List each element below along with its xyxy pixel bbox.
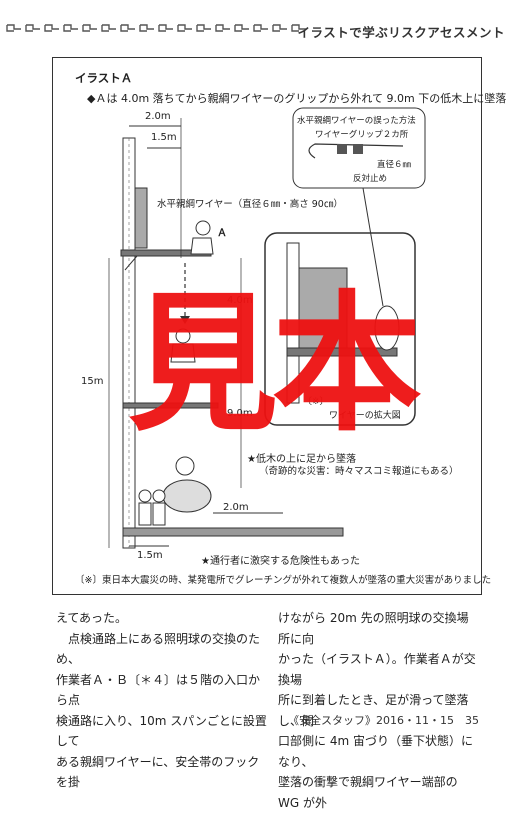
header-ornament-icon <box>272 24 287 32</box>
zoom-wall <box>298 267 348 349</box>
zoom-caption: ワイヤーの拡大図 <box>329 411 401 421</box>
zoom-caption-note: 〔※〕 <box>303 397 329 407</box>
wall-segment <box>134 187 148 249</box>
header-ornament-icon <box>291 24 306 32</box>
ground-walkway <box>122 527 344 537</box>
body-line: 墜落の衝撃で親綱ワイヤー端部の WG が外 <box>278 775 458 810</box>
body-column-right: けながら 20m 先の照明球の交換場所に向 かった（イラストＡ）。作業者Ａが交換… <box>278 608 478 813</box>
dim-bottom-label: 2.0m <box>223 502 249 513</box>
header-ornament-icon <box>82 24 97 32</box>
header-ornament-icon <box>158 24 173 32</box>
dim-total-label: 15m <box>81 376 104 387</box>
wire-grip-2 <box>353 144 363 154</box>
fall-arrow <box>180 316 190 324</box>
header-ornament-icon <box>6 24 21 32</box>
header-ornament-icon <box>101 24 116 32</box>
header-ornament-icon <box>177 24 192 32</box>
fallen-worker-head <box>175 456 195 476</box>
body-line: 検通路に入り、10m スパンごとに設置して <box>56 713 267 749</box>
shrub-note-1: ★低木の上に足から墜落 <box>247 454 356 465</box>
hanging-worker-head <box>175 328 191 344</box>
worker-a-body <box>190 237 214 255</box>
inset-grip-label: ワイヤーグリップ２カ所 <box>315 130 409 140</box>
wire-label: 水平親綱ワイヤー（直径６㎜・高さ 90㎝） <box>157 199 343 210</box>
passerby-1-body <box>138 502 152 526</box>
header-ornament-icon <box>215 24 230 32</box>
header-ornament-icon <box>25 24 40 32</box>
inset-title: 水平親綱ワイヤーの誤った方法 <box>297 116 416 126</box>
header-decoration <box>6 22 307 34</box>
shrub-note-2: （奇跡的な災害：時々マスコミ報道にもある） <box>259 466 459 477</box>
figure-note: 〔※〕東日本大震災の時、某発電所でグレーチングが外れて複数人が墜落の重大災害があ… <box>75 575 492 586</box>
header-ornament-icon <box>120 24 135 32</box>
body-line: ある親綱ワイヤーに、安全帯のフックを掛 <box>56 754 260 790</box>
dim-fall2-label: 9.0m <box>227 408 253 419</box>
passerby-note: ★通行者に激突する危険性もあった <box>201 556 360 567</box>
header-ornament-icon <box>234 24 249 32</box>
worker-a-head <box>195 220 211 236</box>
callout-pointer <box>362 187 384 307</box>
running-header: イラストで学ぶリスクアセスメント <box>0 22 527 40</box>
shrub <box>162 479 212 513</box>
worker-a-label: Ａ <box>217 228 227 239</box>
header-ornament-icon <box>139 24 154 32</box>
illustration-figure: イラストＡ ◆Ａは 4.0m 落ちてから親綱ワイヤーのグリップから外れて 9.0… <box>52 57 506 595</box>
hanging-worker-body <box>170 343 196 363</box>
page-footer: 《安全スタッフ》2016・11・15 35 <box>288 714 479 727</box>
wire-grip-1 <box>337 144 347 154</box>
body-line: かった（イラストＡ）。作業者Ａが交換場 <box>278 652 476 687</box>
catwalk-bracket <box>124 255 138 271</box>
sample-watermark: 見本 <box>128 278 422 452</box>
zoom-grating <box>286 347 398 357</box>
body-line: けながら 20m 先の照明球の交換場所に向 <box>278 611 469 646</box>
fall-accident-illustration <box>108 107 426 549</box>
lower-grating <box>122 402 219 409</box>
figure-caption: ◆Ａは 4.0m 落ちてから親綱ワイヤーのグリップから外れて 9.0m 下の低木… <box>87 92 507 105</box>
header-ornament-icon <box>63 24 78 32</box>
body-line: 口部側に 4m 宙づり（垂下状態）になり、 <box>278 734 473 769</box>
zoom-hook <box>374 305 400 351</box>
inset-reverse-label: 反対止め <box>353 174 388 184</box>
header-ornament-icon <box>44 24 59 32</box>
body-line: えてあった。 <box>56 611 128 625</box>
header-ornament-icon <box>196 24 211 32</box>
dim-fall1-label: 4.0m <box>227 295 253 306</box>
body-column-left: えてあった。 点検通路上にある照明球の交換のため、 作業者Ａ・Ｂ〔＊４〕は５階の… <box>56 608 268 793</box>
dim-top-inner: 1.5m <box>151 132 177 143</box>
inset-wire <box>308 143 404 159</box>
body-line: 点検通路上にある照明球の交換のため、 <box>56 631 261 667</box>
figure-label: イラストＡ <box>75 71 133 85</box>
dim-top-width: 2.0m <box>145 111 171 122</box>
dim-bottom-inner-label: 1.5m <box>137 550 163 561</box>
passerby-1-head <box>138 489 152 503</box>
passerby-2-body <box>152 502 166 526</box>
body-line: 所に到着したとき、足が滑って墜落し、開 <box>278 693 469 728</box>
inset-diameter-label: 直径６㎜ <box>377 160 412 170</box>
body-line: 作業者Ａ・Ｂ〔＊４〕は５階の入口から点 <box>56 672 261 708</box>
header-title: イラストで学ぶリスクアセスメント <box>297 25 505 40</box>
header-ornament-icon <box>253 24 268 32</box>
passerby-2-head <box>152 489 166 503</box>
